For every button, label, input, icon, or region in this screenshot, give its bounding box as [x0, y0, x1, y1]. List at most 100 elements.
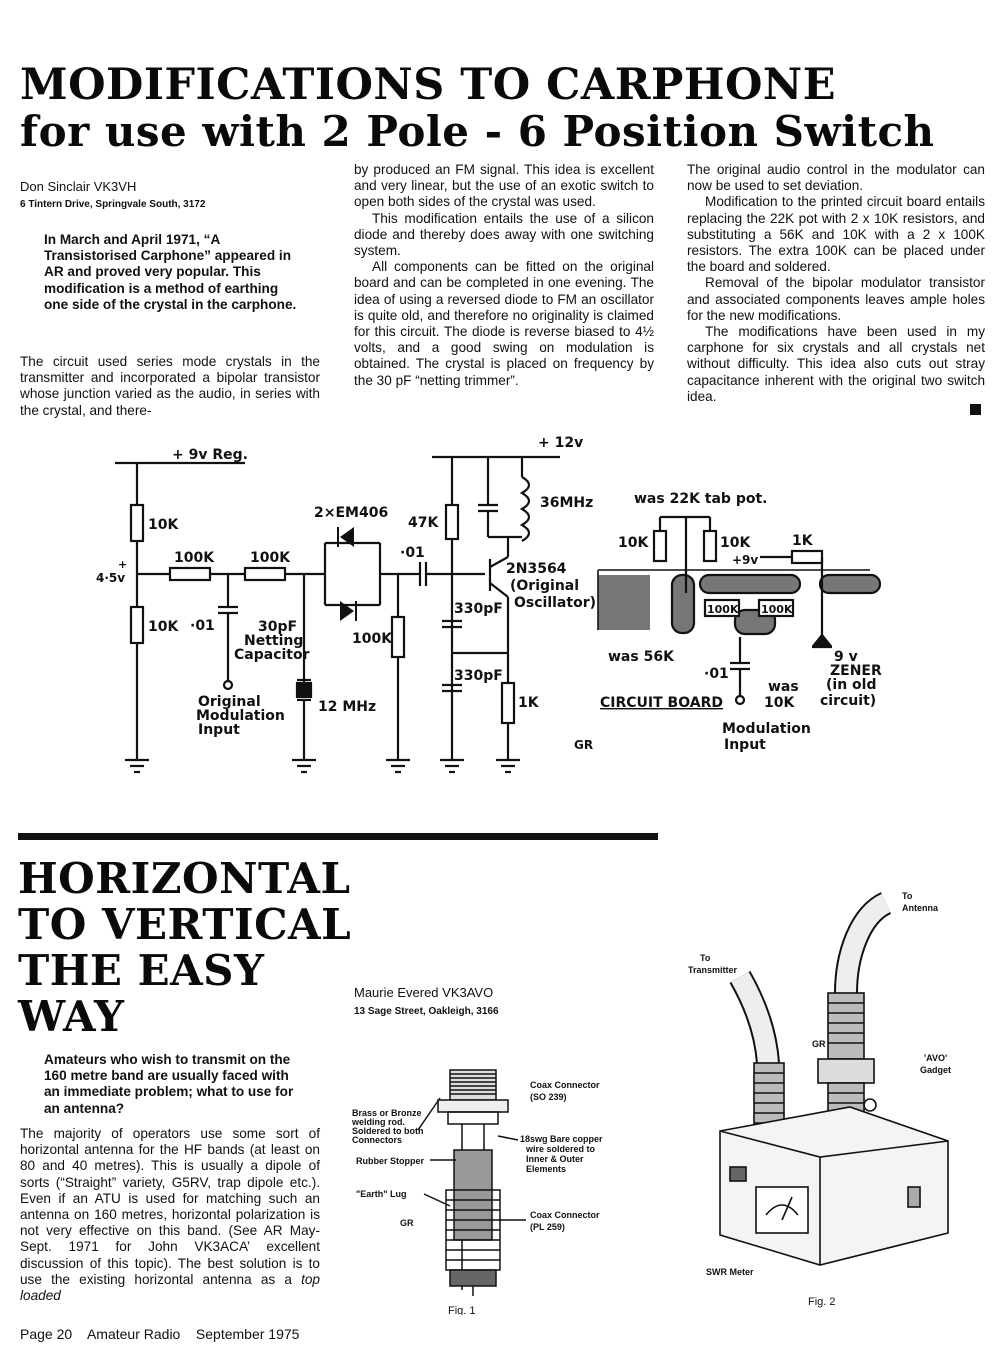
carphone-schematic: + 9v Reg. + 12v + 4·5v 10K 10K 100K 100K… [96, 435, 882, 774]
label-r3: 100K [174, 550, 215, 566]
fig1-l11: Rubber Stopper [356, 1156, 424, 1166]
diode-icon [337, 527, 357, 621]
fig2-l1: To [902, 891, 913, 901]
article1-col3-p3: Removal of the bipolar modulator transis… [687, 275, 985, 323]
label-trimmer-2: Capacitor [234, 647, 310, 663]
fig1-l3: Brass or Bronze [352, 1108, 422, 1118]
fig1-l4: welding rod. [351, 1117, 405, 1127]
article1-intro: In March and April 1971, “A Transistoris… [44, 232, 297, 312]
label-r11: 100K [707, 603, 739, 616]
fig2-l6: Gadget [920, 1065, 951, 1075]
end-mark-icon [970, 404, 981, 415]
fig1-l10: Elements [526, 1164, 566, 1174]
article1-col2-p3: All components can be fitted on the orig… [354, 259, 654, 388]
article1-author: Don Sinclair VK3VH [20, 179, 137, 194]
label-c3: 330pF [454, 601, 503, 617]
label-diodes: 2×EM406 [314, 505, 388, 521]
footer-magazine: Amateur Radio [86, 1326, 181, 1342]
article2-title-line1: HORIZONTAL [18, 854, 351, 903]
label-r12: 100K [761, 603, 793, 616]
label-9v-reg: + 9v Reg. [172, 447, 248, 463]
label-crystal: 12 MHz [318, 699, 376, 715]
label-c2: ·01 [400, 545, 425, 561]
article1-col1: The circuit used series mode crystals in… [20, 354, 320, 419]
fig2-l7: SWR Meter [706, 1267, 754, 1277]
fig2-l5: 'AVO' [924, 1053, 947, 1063]
fig2-l3: To [700, 953, 711, 963]
label-mod2-1: Modulation [722, 721, 811, 737]
fig1-l12: "Earth" Lug [356, 1189, 407, 1199]
label-mod-2: Modulation [196, 708, 285, 724]
article1-col3-p1: The original audio control in the modula… [687, 162, 985, 194]
article1-col3: The original audio control in the modula… [687, 162, 985, 405]
schematic-initials: GR [574, 738, 593, 752]
label-r5: 100K [352, 631, 393, 647]
label-plus: + [118, 558, 127, 571]
label-r1: 10K [148, 517, 179, 533]
article1-col2-p1: by produced an FM signal. This idea is e… [354, 162, 654, 210]
label-zener-3: (in old [826, 677, 876, 693]
label-zener-1: 9 v [834, 649, 858, 665]
fig1-drawing: Coax Connector (SO 239) Brass or Bronze … [351, 1069, 603, 1315]
article1-col3-p4: The modifications have been used in my c… [687, 324, 985, 404]
article2-title-line4: WAY [18, 992, 125, 1041]
label-v9: +9v [732, 553, 758, 567]
fig1-l14: (PL 259) [530, 1222, 565, 1232]
article1-title-line2: for use with 2 Pole - 6 Position Switch [20, 107, 935, 156]
article2-body-text: The majority of operators use some sort … [20, 1126, 320, 1287]
label-r7: 1K [518, 695, 540, 711]
fig1-caption: Fig. 1 [448, 1305, 476, 1315]
label-circuit-board: CIRCUIT BOARD [600, 695, 723, 711]
fig2-initials: GR [812, 1039, 826, 1049]
fig2-l2: Antenna [902, 903, 939, 913]
fig1-l7: 18swg Bare copper [520, 1134, 603, 1144]
fig1-l1: Coax Connector [530, 1080, 600, 1090]
article2-title-line2: TO VERTICAL [18, 900, 352, 949]
label-r4: 100K [250, 550, 291, 566]
ground-symbols [125, 758, 520, 774]
label-was10-1: was [768, 679, 799, 695]
label-r6: 47K [408, 515, 439, 531]
article1-col1-p1: The circuit used series mode crystals in… [20, 354, 320, 418]
article2-title-line3: THE EASY [18, 946, 265, 995]
label-transistor: 2N3564 [506, 561, 567, 577]
section-divider [18, 833, 658, 840]
label-bias-node: 4·5v [96, 571, 125, 585]
page-footer: Page 20 Amateur Radio September 1975 [20, 1326, 299, 1342]
article2-body-emphasis: top loaded [20, 1271, 320, 1304]
label-zener-2: ZENER [830, 663, 882, 679]
article2-author: Maurie Evered VK3AVO [354, 985, 494, 1000]
label-osc-1: (Original [510, 578, 579, 594]
fig1-l13: Coax Connector [530, 1210, 600, 1220]
article1-address: 6 Tintern Drive, Springvale South, 3172 [20, 199, 206, 210]
label-mod2-2: Input [724, 737, 766, 753]
label-mod-3: Input [198, 722, 240, 738]
article2-intro: Amateurs who wish to transmit on the 160… [44, 1052, 294, 1116]
article2-body: The majority of operators use some sort … [20, 1126, 320, 1304]
label-was56: was 56K [608, 649, 675, 665]
fig1-l2: (SO 239) [530, 1092, 567, 1102]
fig1-l8: wire soldered to [525, 1144, 596, 1154]
fig1-l9: Inner & Outer [526, 1154, 584, 1164]
label-trimmer: 30pF [258, 619, 297, 635]
fig1-initials: GR [400, 1218, 414, 1228]
label-pot: was 22K tab pot. [634, 491, 767, 507]
article1-col2: by produced an FM signal. This idea is e… [354, 162, 654, 389]
label-trimmer-1: Netting [244, 633, 303, 649]
article1-title-line1: MODIFICATIONS TO CARPHONE [20, 60, 836, 110]
fig2-drawing: To Antenna To Transmitter 'AVO' Gadget S… [688, 891, 951, 1308]
fig2-caption: Fig. 2 [808, 1296, 836, 1308]
label-12v: + 12v [538, 435, 583, 451]
footer-date: September 1975 [195, 1326, 300, 1342]
label-mod-1: Original [198, 694, 261, 710]
fig2-l4: Transmitter [688, 965, 738, 975]
label-tank: 36MHz [540, 495, 593, 511]
label-zener-4: circuit) [820, 693, 876, 709]
fig1-l6: Connectors [352, 1135, 402, 1145]
article2-address: 13 Sage Street, Oakleigh, 3166 [354, 1006, 499, 1017]
fig1-l5: Soldered to both [352, 1126, 424, 1136]
label-c5: ·01 [704, 666, 729, 682]
footer-page: Page 20 [20, 1326, 73, 1342]
label-r9: 10K [720, 535, 751, 551]
label-c1: ·01 [190, 618, 215, 634]
